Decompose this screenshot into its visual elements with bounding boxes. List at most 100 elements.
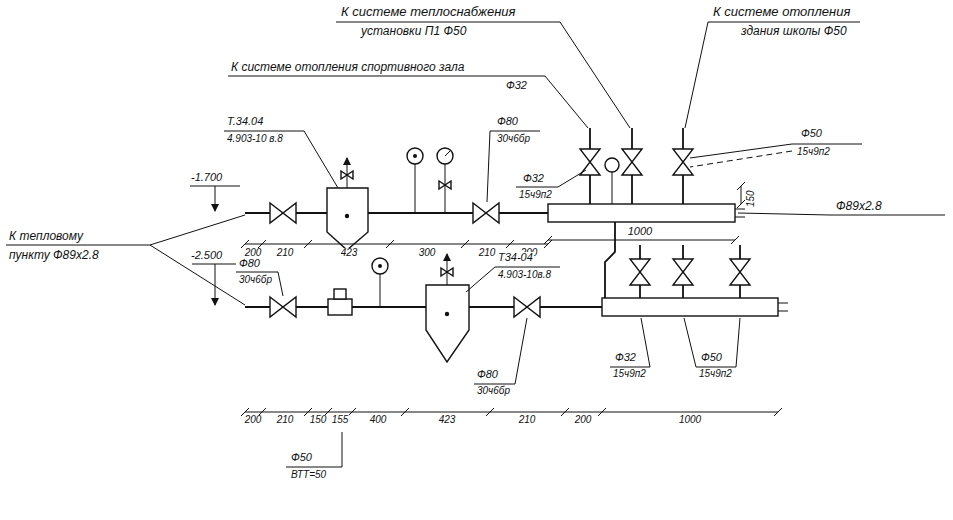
pipe-size: Ф80 [496,116,519,128]
gate-valve [473,203,499,223]
valve-code: 30ч6бр [496,134,531,145]
gate-valve [514,297,540,317]
thermometer-dot [413,154,417,158]
dimension: 400 [369,415,388,426]
part-code: Т34-04 [497,252,534,264]
standard-ref: 4.903-10в.8 [497,270,552,281]
flow-insert-cap [334,289,346,299]
gauge-stem [445,164,446,213]
gate-valve [673,259,693,285]
dimension: 210 [276,415,295,426]
dimension-line [241,240,552,248]
gate-valve [630,259,650,285]
dimension: 150 [746,189,757,208]
gate-valve [270,203,296,223]
gauge-stem [415,164,416,213]
leader-note: установки П1 Ф50 [360,25,467,38]
dimension-line [737,182,745,208]
leader-line [336,22,630,128]
fitting-code: ВТТ=50 [290,470,327,481]
return-header [602,298,778,316]
gate-valve [730,259,750,285]
mud-trap-dot [445,312,449,316]
pipe-size: Ф50 [800,128,823,140]
leader-line [228,76,588,128]
dimension: 210 [276,248,295,259]
dimension: 200 [574,415,593,426]
elevation-arrow [215,186,216,211]
leader-line [738,213,945,215]
vent-valve [341,171,353,179]
vent-line [447,254,448,285]
gauge-valve [439,181,451,189]
valve-code: 15ч9п2 [518,190,553,201]
valve-code: 15ч9п2 [698,369,733,380]
leader-note: К системе отопления спортивного зала [230,61,466,74]
elevation-arrow [215,264,216,305]
leader-line [684,318,740,367]
gate-valve [622,149,642,175]
elevation-mark: -1.700 [190,172,223,184]
vent-valve [441,268,453,276]
thermometer-symbol [407,148,423,164]
return-pipe [245,306,602,308]
leader-line [6,215,245,305]
standard-ref: 4.903-10 в.8 [226,134,284,145]
leader-line [516,170,586,187]
gauge-stem [612,172,613,204]
bypass-pipe [605,222,615,298]
elevation-mark: -2.500 [190,250,223,262]
flow-insert [328,299,352,315]
leader-note: К тепловому [8,230,84,243]
leader-note: здания школы Ф50 [740,25,848,38]
leader-line [690,151,792,167]
dimension: 210 [518,415,537,426]
leader-note: К системе теплоснабжения [340,5,517,19]
dimension: 200 [244,415,263,426]
pressure-gauge [437,148,453,164]
pipe-size: Ф80 [238,258,261,270]
thermometer-symbol [605,158,619,172]
pipe-size: Ф50 [700,352,723,364]
gauge-needle [445,151,450,156]
mud-trap [327,188,368,250]
mud-trap [426,285,469,362]
leader-line [466,267,560,292]
pipe-size: Ф80 [476,369,499,381]
valve-code: 15ч9п2 [796,147,831,158]
thermometer-symbol [372,258,388,274]
supply-header [548,204,735,222]
pipe-size: Ф32 [614,352,637,364]
dimension: 150 [309,415,328,426]
vent-line [347,158,348,188]
leader-note: К системе отопления [712,5,851,19]
pipe-size: Ф32 [522,173,545,185]
dimension: 200 [244,248,263,259]
thermometer-dot [378,264,382,268]
gate-valve [580,149,600,175]
outlet-pipe [590,128,683,204]
valve-code: 15ч9п2 [612,369,647,380]
pipe-size: Ф32 [505,80,528,92]
leader-line [690,144,862,158]
leader-line [224,131,338,188]
pipe-size: Ф89х2.8 [835,200,883,213]
leader-line [236,272,283,296]
gauge-stem [380,274,381,307]
part-code: Т.34.04 [226,116,264,128]
leader-line [474,318,527,384]
gate-valve [673,149,693,175]
dimension: 210 [478,248,497,259]
pipe-size: Ф50 [290,452,313,464]
leader-line [685,22,860,128]
outlet-pipe [640,245,740,298]
dimension: 1000 [627,226,653,238]
valve-code: 30ч6бр [476,386,511,397]
gate-valve [270,297,296,317]
mud-trap-dot [345,214,349,218]
dimension: 1000 [678,415,702,426]
valve-code: 30ч6бр [238,275,273,286]
